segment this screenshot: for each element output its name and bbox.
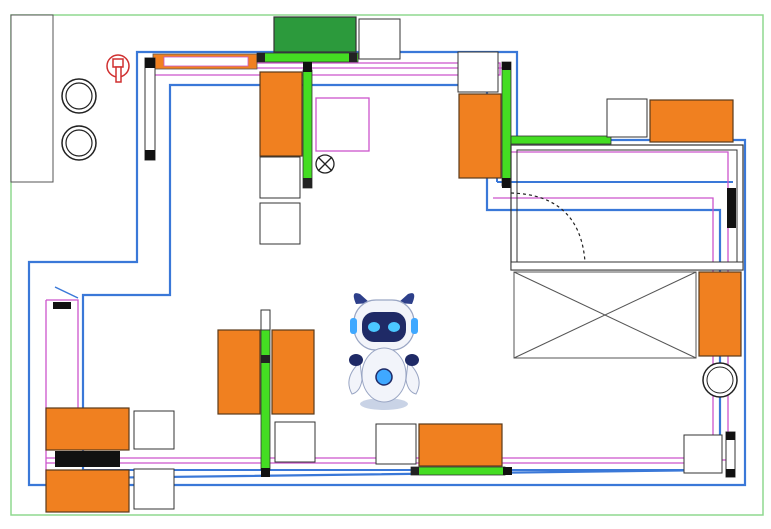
workbench bbox=[271, 329, 315, 415]
plan-frame bbox=[10, 14, 764, 516]
round-burner-icon bbox=[61, 125, 97, 161]
box bbox=[274, 421, 316, 463]
box bbox=[375, 423, 417, 465]
post bbox=[260, 309, 271, 331]
conveyor-top bbox=[256, 52, 359, 63]
door-swing-icon bbox=[54, 286, 79, 299]
post bbox=[144, 57, 156, 161]
cross-circle-icon bbox=[315, 154, 335, 174]
conveyor-vertical bbox=[302, 69, 313, 189]
conveyor-horizontal bbox=[510, 135, 612, 145]
workbench bbox=[217, 329, 261, 415]
workbench bbox=[458, 93, 502, 179]
box bbox=[133, 468, 175, 510]
box bbox=[133, 410, 175, 450]
green-panel bbox=[273, 16, 357, 53]
round-burner-icon bbox=[61, 78, 97, 114]
workbench bbox=[45, 407, 130, 451]
blue-route bbox=[27, 50, 747, 487]
workbench bbox=[259, 71, 303, 157]
workbench bbox=[649, 99, 734, 143]
workbench bbox=[418, 423, 503, 467]
workbench bbox=[45, 469, 130, 513]
valve-icon bbox=[106, 54, 130, 83]
robot-icon bbox=[348, 293, 420, 410]
box bbox=[358, 18, 401, 60]
box bbox=[457, 51, 499, 93]
box bbox=[259, 202, 301, 245]
round-bin bbox=[702, 362, 738, 398]
conveyor-horizontal bbox=[410, 466, 506, 476]
stove-block bbox=[10, 14, 97, 183]
workbench bbox=[698, 271, 742, 357]
conveyor-vertical bbox=[501, 61, 512, 187]
door-swing-icon bbox=[510, 192, 586, 263]
box bbox=[683, 434, 723, 474]
box bbox=[259, 156, 301, 199]
box bbox=[606, 98, 648, 138]
conveyor-vertical bbox=[260, 329, 271, 471]
counter bbox=[510, 144, 744, 271]
